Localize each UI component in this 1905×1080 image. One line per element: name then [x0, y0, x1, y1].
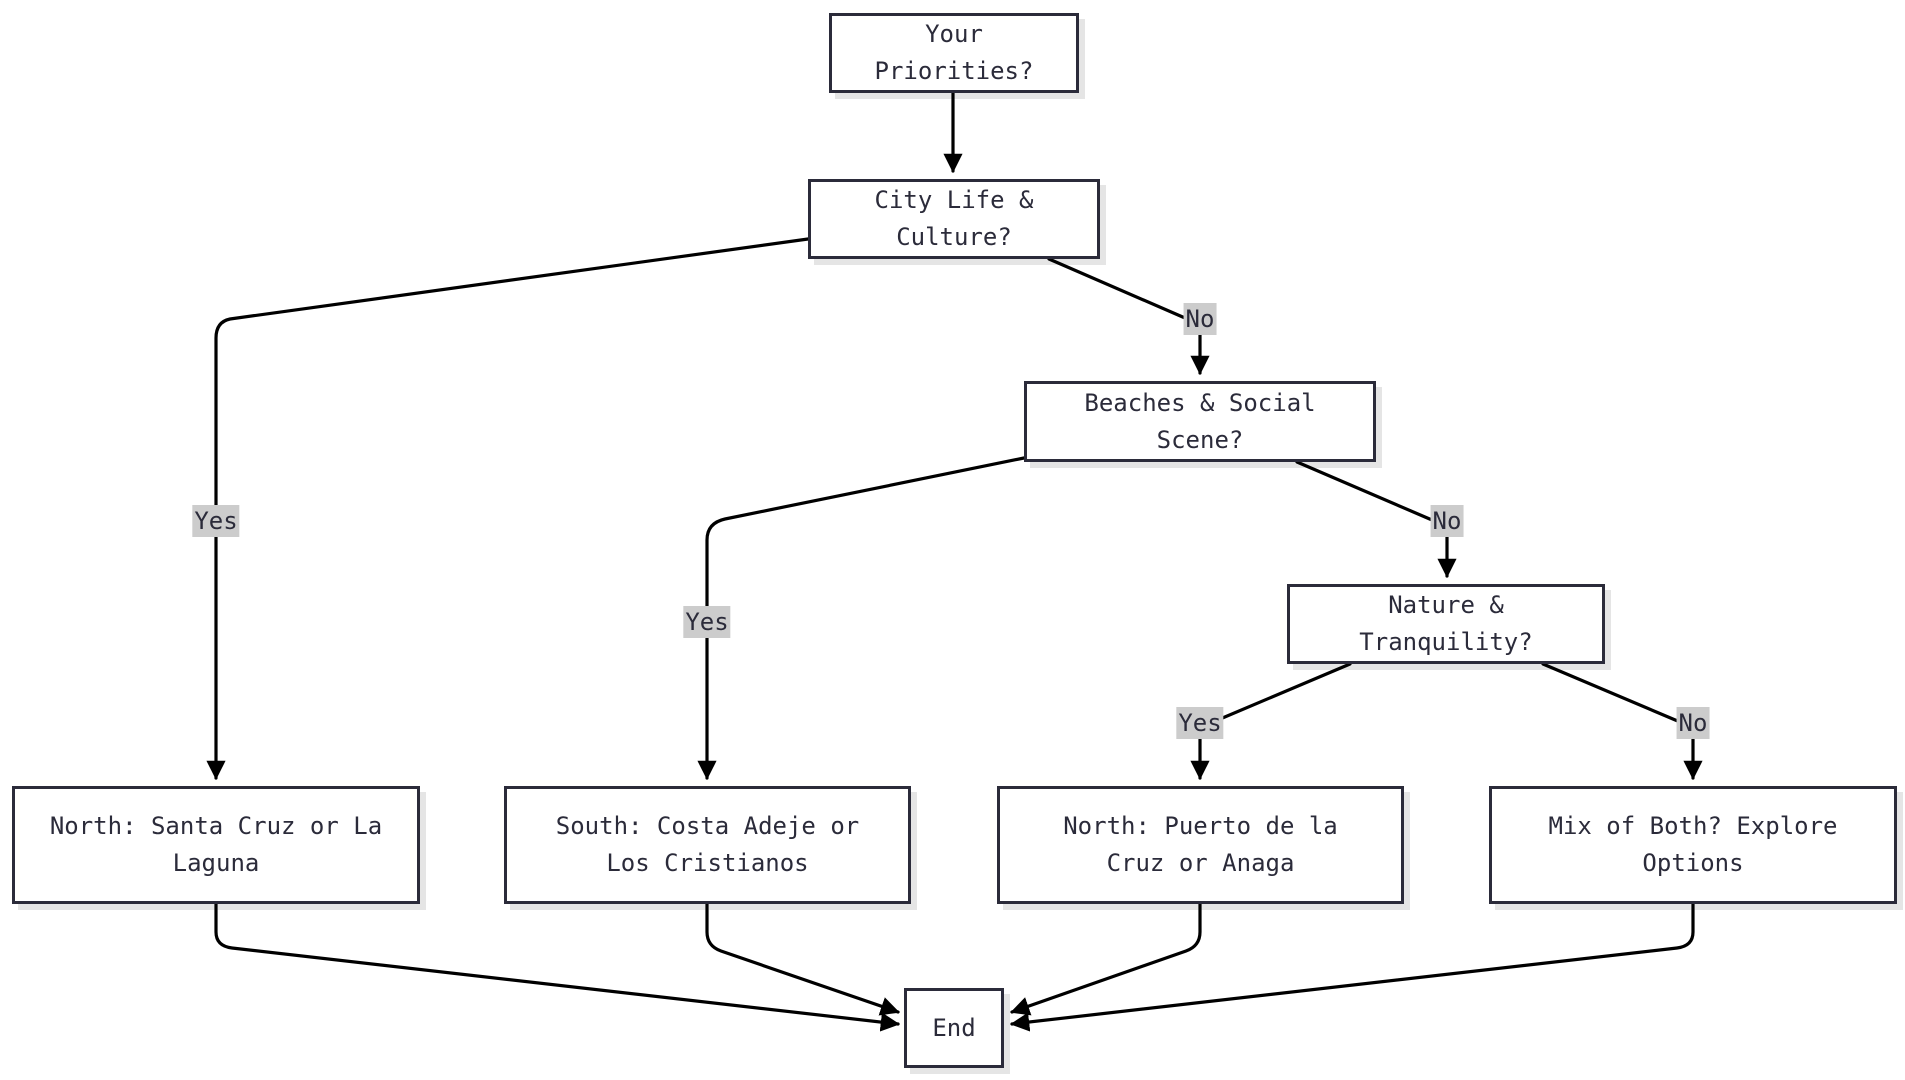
- edge-label-nature-yes: Yes: [1176, 707, 1224, 739]
- edge-label-beaches-no: No: [1430, 505, 1464, 537]
- edge-label-nature-no: No: [1676, 707, 1710, 739]
- edge-north-santa-cruz-to-end: [214, 902, 900, 1032]
- node-end: End: [904, 988, 1004, 1068]
- node-nature-tranquility: Nature & Tranquility?: [1287, 584, 1605, 664]
- node-south-costa-adeje: South: Costa Adeje or Los Cristianos: [504, 786, 911, 904]
- node-north-santa-cruz: North: Santa Cruz or La Laguna: [12, 786, 420, 904]
- edge-label-beaches-yes: Yes: [683, 606, 731, 638]
- edge-city-no: [1047, 257, 1210, 375]
- edge-nature-no: [1541, 662, 1703, 780]
- edge-mix-to-end: [1010, 902, 1695, 1032]
- node-north-puerto-de-la-cruz: North: Puerto de la Cruz or Anaga: [997, 786, 1404, 904]
- edge-north-puerto-to-end: [1010, 902, 1202, 1016]
- edge-label-city-no: No: [1183, 303, 1217, 335]
- node-beaches-social-scene: Beaches & Social Scene?: [1024, 381, 1376, 462]
- edge-label-city-yes: Yes: [192, 505, 240, 537]
- edge-city-yes: [206, 237, 810, 780]
- edge-beaches-no: [1295, 460, 1457, 578]
- node-mix-of-both: Mix of Both? Explore Options: [1489, 786, 1897, 904]
- node-city-life-culture: City Life & Culture?: [808, 179, 1100, 259]
- node-your-priorities: Your Priorities?: [829, 13, 1079, 93]
- edge-south-costa-to-end: [705, 902, 900, 1016]
- edge-beaches-yes: [697, 456, 1026, 780]
